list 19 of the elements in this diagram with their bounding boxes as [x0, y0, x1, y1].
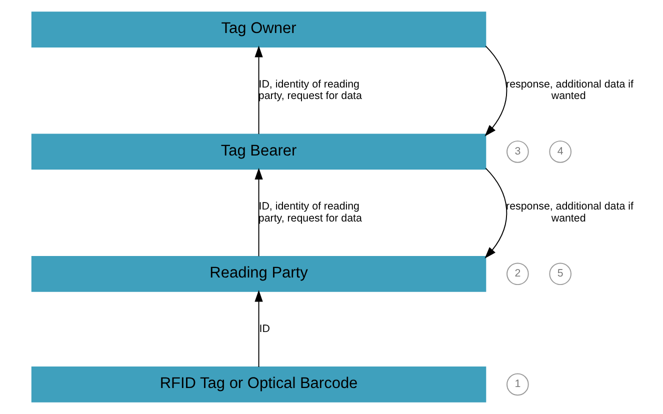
node-box: Reading Party: [31, 256, 486, 292]
edge-label: response, additional data if wanted: [506, 200, 634, 224]
node-circle: 3: [506, 140, 529, 163]
edge-label: response, additional data if wanted: [506, 78, 634, 102]
node-box: Tag Owner: [31, 12, 486, 48]
arrow: [254, 290, 263, 368]
node-circle: 5: [549, 262, 572, 286]
node-circle: 4: [549, 140, 572, 163]
node-box: Tag Bearer: [31, 134, 486, 170]
edge-label: ID, identity of reading party, request for data: [258, 78, 362, 102]
arrow: [254, 46, 263, 135]
arrow: [254, 168, 263, 257]
edge-label: ID: [259, 322, 270, 335]
edge-label: ID, identity of reading party, request for data: [258, 200, 362, 224]
arrow: [484, 168, 508, 259]
node-circle: 2: [506, 262, 529, 286]
arrow: [484, 46, 508, 136]
node-circle: 1: [506, 373, 529, 396]
node-box: RFID Tag or Optical Barcode: [31, 366, 486, 402]
